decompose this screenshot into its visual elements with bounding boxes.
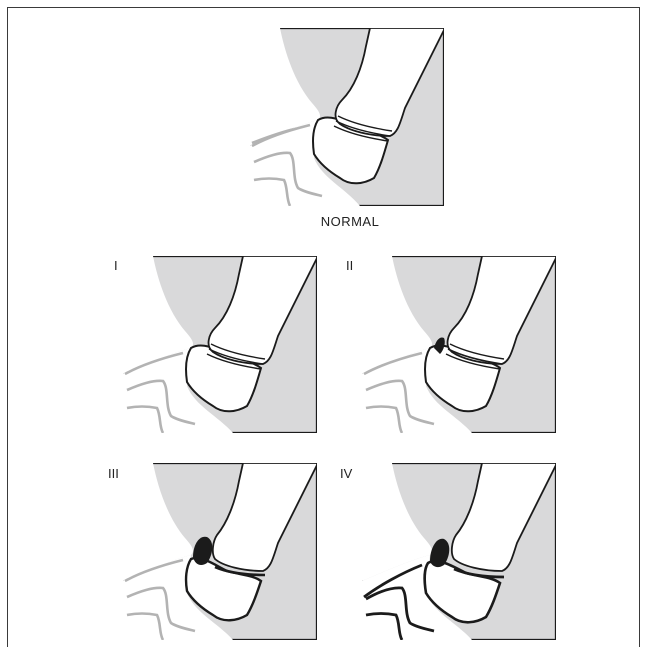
stage-iii-joint-diagram <box>123 463 317 640</box>
stage-i-joint-diagram <box>123 256 317 433</box>
panel-stage-iv <box>362 463 556 640</box>
panel-normal <box>250 28 444 206</box>
stage-iv-joint-diagram <box>362 463 556 640</box>
normal-joint-diagram <box>250 28 444 206</box>
panel-stage-iii <box>123 463 317 640</box>
stage-ii-label: II <box>346 258 353 273</box>
panel-stage-i <box>123 256 317 433</box>
stage-iv-label: IV <box>340 466 352 481</box>
stage-ii-joint-diagram <box>362 256 556 433</box>
stage-iii-label: III <box>108 466 119 481</box>
stage-i-label: I <box>114 258 118 273</box>
panel-stage-ii <box>362 256 556 433</box>
normal-label: NORMAL <box>300 214 400 229</box>
